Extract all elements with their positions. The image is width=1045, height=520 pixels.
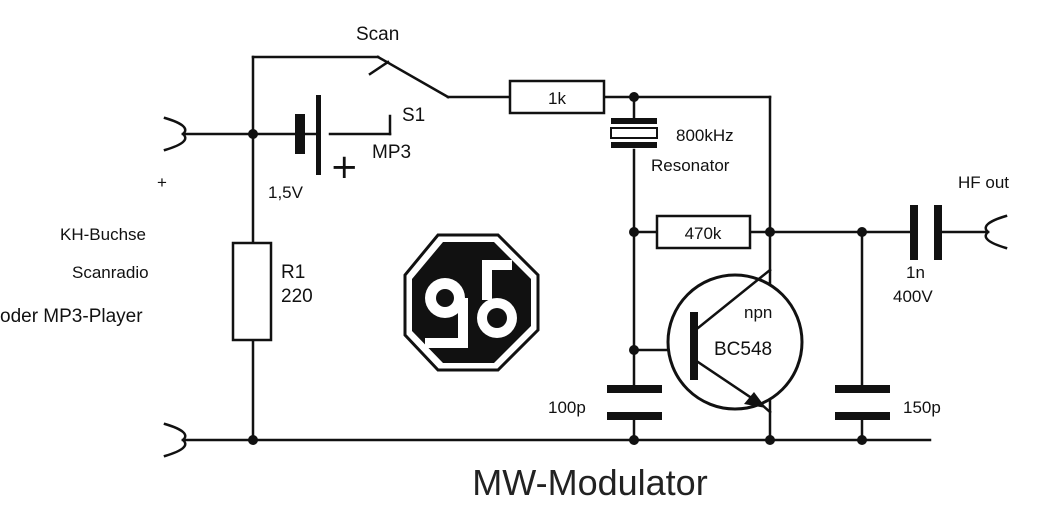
resonator-800khz: [610, 118, 658, 148]
capacitor-100p: [607, 385, 662, 420]
capacitor-150p: [835, 385, 890, 420]
input-jack-top-icon: [163, 116, 187, 152]
junction-dots: [248, 92, 867, 445]
transistor-type-label: npn: [744, 303, 772, 322]
input-label-line1: KH-Buchse: [60, 225, 146, 244]
transistor-part-label: BC548: [714, 339, 772, 360]
switch-position-label: MP3: [372, 142, 411, 163]
output-label: HF out: [958, 173, 1009, 192]
input-label-line2: Scanradio: [72, 263, 149, 282]
r-bias-value-label: 470k: [685, 224, 722, 243]
r1-value-label: 220: [281, 286, 313, 307]
c-out-label-line2: 400V: [893, 287, 933, 306]
c-base-value-label: 100p: [548, 398, 586, 417]
transistor-npn: [666, 268, 804, 414]
switch-name-label: S1: [402, 105, 425, 126]
battery: [295, 95, 321, 175]
resistor-470k: [655, 214, 752, 250]
switch-top-label: Scan: [356, 24, 399, 45]
c-shunt-value-label: 150p: [903, 398, 941, 417]
diagram-title: MW-Modulator: [472, 462, 707, 503]
input-jack-bottom-icon: [163, 422, 187, 458]
output-jack-icon: [984, 214, 1008, 250]
c-out-label-line1: 1n: [906, 263, 925, 282]
switch-s1-contact: [368, 60, 390, 76]
logo-icon: [403, 233, 540, 372]
r1-name-label: R1: [281, 262, 305, 283]
capacitor-1n: [910, 205, 942, 260]
resonator-label-line1: 800kHz: [676, 126, 734, 145]
resistor-r1: [231, 241, 273, 342]
battery-value-label: 1,5V: [268, 183, 304, 202]
input-plus-label: +: [157, 173, 167, 192]
r-series-value-label: 1k: [548, 89, 566, 108]
input-label-line3: oder MP3-Player: [0, 306, 143, 327]
battery-plus-label: +: [330, 147, 359, 187]
switch-s1-lever: [376, 55, 450, 99]
resistor-1k: [508, 79, 606, 115]
resonator-label-line2: Resonator: [651, 156, 730, 175]
